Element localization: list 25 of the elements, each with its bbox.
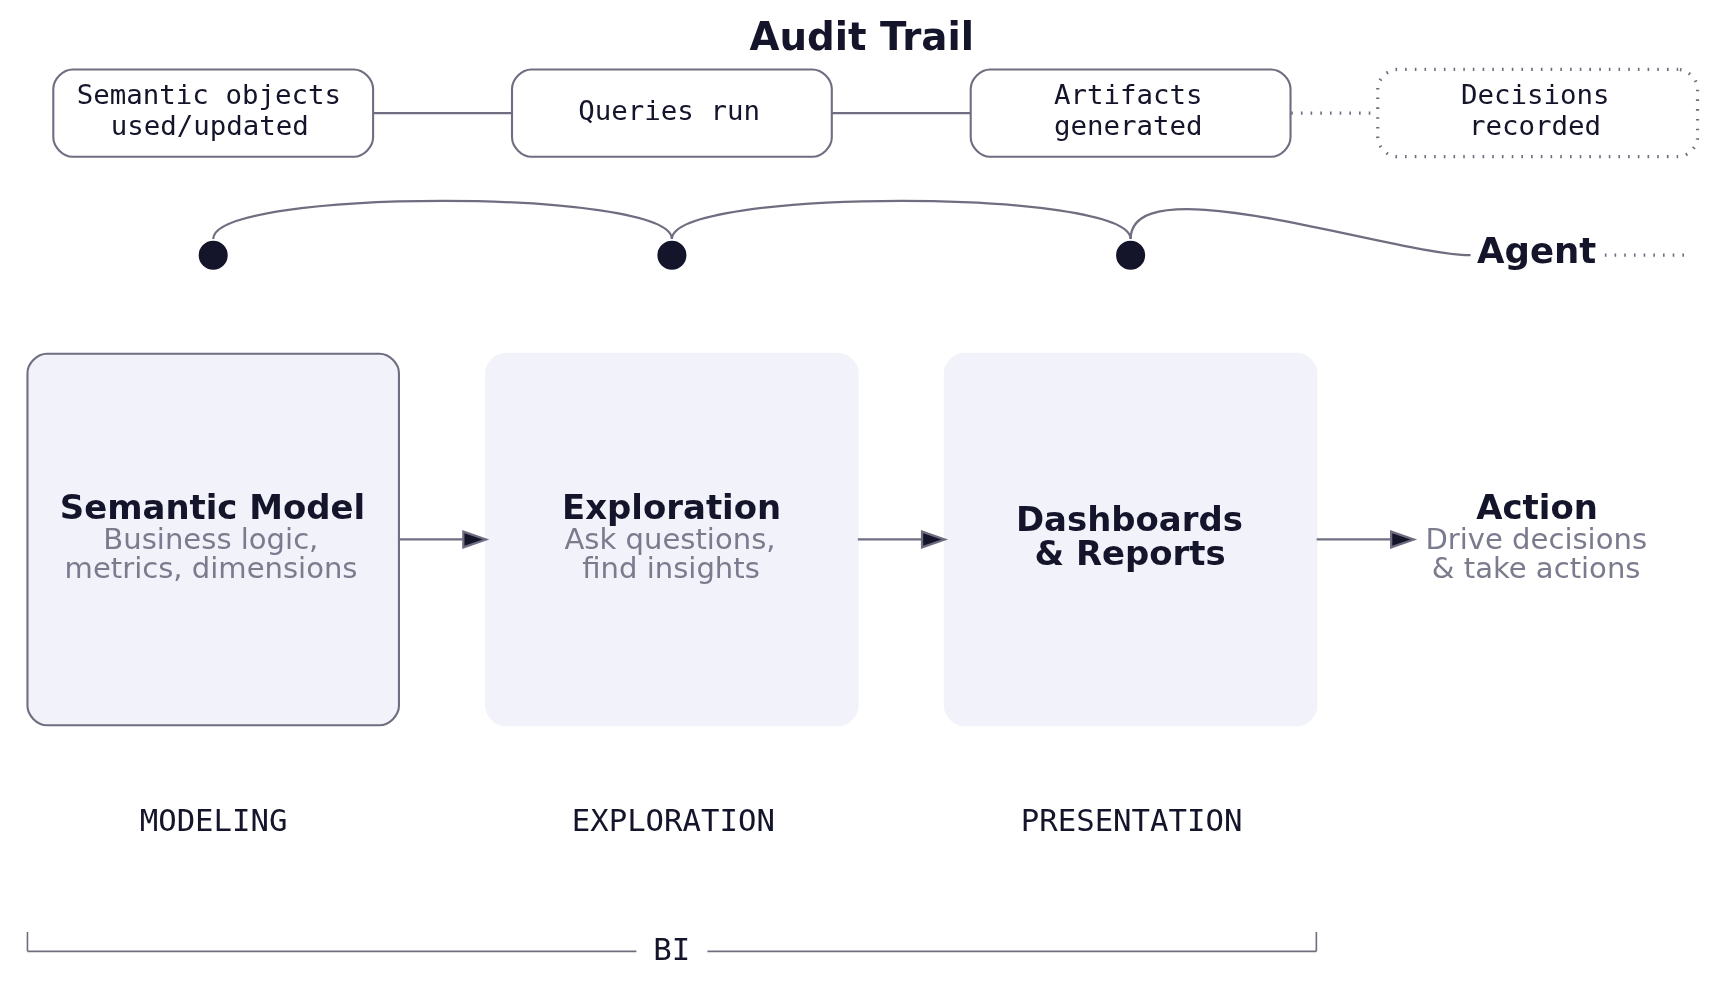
connector <box>831 111 970 115</box>
node-circle <box>1115 240 1145 270</box>
connector <box>211 199 673 240</box>
node-box: Decisions recorded <box>1375 67 1699 159</box>
node-box: Artifacts generated <box>969 68 1292 158</box>
node-label: EXPLORATION <box>571 803 775 839</box>
node-circle <box>656 240 686 270</box>
label: BI <box>652 931 690 967</box>
node-box: Dashboards & Reports <box>943 352 1317 727</box>
connector <box>372 111 511 115</box>
node-text: Action Drive decisions & take actions <box>1424 487 1647 586</box>
diagram-title: Audit Trail <box>748 14 974 60</box>
node-label: PRESENTATION <box>1020 803 1242 839</box>
node-box: Semantic objects used/updated <box>51 68 374 158</box>
arrow <box>398 530 489 549</box>
node-box: Queries run <box>510 68 833 158</box>
node-text: Agent <box>1476 229 1596 271</box>
arrow <box>1316 530 1417 549</box>
node-box: Semantic Model Business logic, metrics, dimensions <box>25 352 400 727</box>
connector <box>1129 208 1471 257</box>
connector <box>670 199 1131 240</box>
node-box: Exploration Ask questions, find insights <box>484 352 859 727</box>
arrow <box>857 530 948 549</box>
node-circle <box>198 240 228 270</box>
node-label: MODELING <box>139 803 287 839</box>
